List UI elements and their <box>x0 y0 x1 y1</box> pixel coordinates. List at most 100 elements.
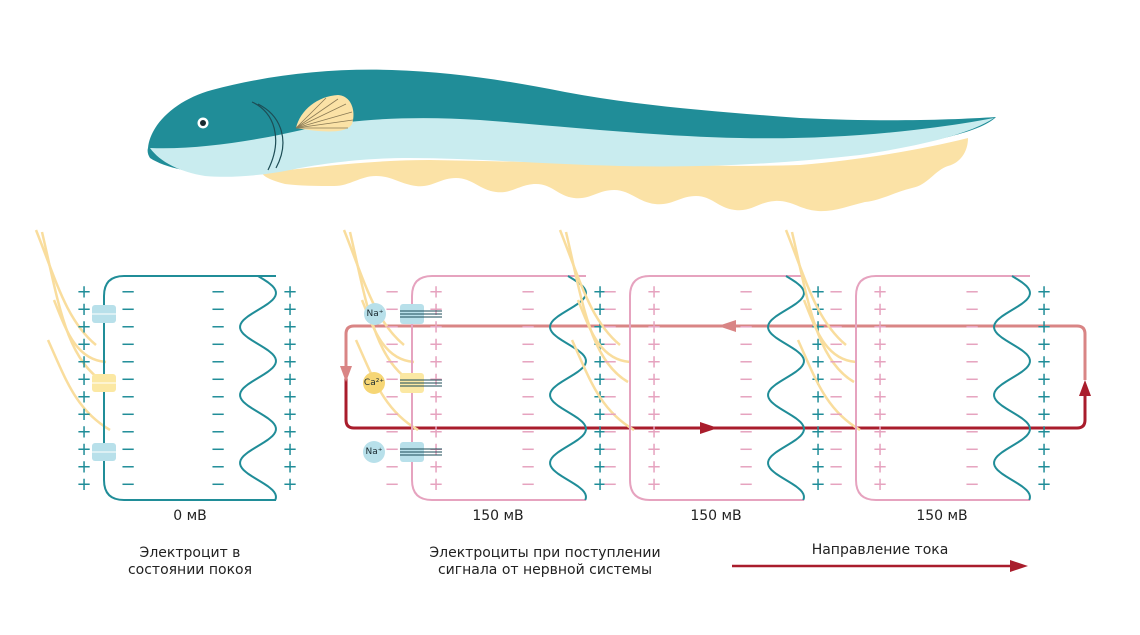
charge-sign: + <box>872 457 887 478</box>
nerve-fiber <box>354 339 419 432</box>
voltage-label-rest: 0 мВ <box>173 508 207 524</box>
charge-sign: − <box>738 352 753 373</box>
charge-sign: − <box>520 387 535 408</box>
charge-sign: − <box>738 282 753 303</box>
charge-sign: + <box>1036 457 1051 478</box>
charge-sign: + <box>810 439 825 460</box>
charge-sign: + <box>428 282 443 303</box>
charge-sign: − <box>828 317 843 338</box>
na-channel-rest-bottom <box>92 443 116 461</box>
charge-sign: − <box>738 299 753 320</box>
ion-channels: Na⁺ Ca²⁺ Na⁺ <box>363 303 442 463</box>
charge-sign: − <box>210 369 225 390</box>
charge-sign: + <box>76 474 91 495</box>
charge-sign: − <box>210 422 225 443</box>
charge-sign: + <box>1036 369 1051 390</box>
charge-sign: + <box>592 457 607 478</box>
caption-current-direction: Направление тока <box>811 542 949 558</box>
current-arrow-down <box>340 366 352 382</box>
charge-sign: + <box>810 404 825 425</box>
charge-sign: + <box>872 334 887 355</box>
charge-sign: + <box>282 334 297 355</box>
charge-sign: + <box>646 334 661 355</box>
charge-sign: + <box>646 352 661 373</box>
charge-sign: − <box>602 387 617 408</box>
current-arrow-left <box>718 320 736 332</box>
ca-channel-active <box>400 373 442 393</box>
charge-sign: + <box>646 282 661 303</box>
nerve-fiber <box>46 339 111 432</box>
charge-sign: + <box>1036 334 1051 355</box>
ion-circle <box>363 372 385 394</box>
cell-left-membrane <box>629 275 651 501</box>
charge-sign: − <box>120 317 135 338</box>
charge-sign: + <box>76 404 91 425</box>
charge-sign: + <box>646 404 661 425</box>
charge-sign: − <box>964 299 979 320</box>
charge-sign: + <box>646 369 661 390</box>
charge-sign: − <box>120 352 135 373</box>
charge-sign: − <box>384 317 399 338</box>
charge-sign: + <box>646 299 661 320</box>
charge-sign: − <box>520 457 535 478</box>
caption-rest-line-2: состоянии покоя <box>127 562 253 578</box>
charge-sign: − <box>602 422 617 443</box>
nerve-fiber <box>570 339 635 432</box>
ca-ion: Ca²⁺ <box>363 372 385 394</box>
charge-sign: − <box>602 474 617 495</box>
voltage-label-cell-2: 150 мВ <box>690 508 742 524</box>
charge-sign: + <box>428 352 443 373</box>
current-arrow-up <box>1079 380 1091 396</box>
charge-sign: − <box>120 334 135 355</box>
charge-sign: + <box>282 352 297 373</box>
charge-sign: + <box>282 387 297 408</box>
charge-sign: + <box>592 439 607 460</box>
charge-sign: − <box>738 474 753 495</box>
electrocyte-active-1: −+−+−+−+−+−+−+−+−+−+−+−+−+−+−+−+−+−+−+−+… <box>384 275 608 501</box>
charge-sign: + <box>1036 387 1051 408</box>
charge-sign: + <box>872 422 887 443</box>
charge-sign: − <box>828 369 843 390</box>
eel-pectoral-fin <box>295 95 354 132</box>
charge-sign: − <box>210 457 225 478</box>
ion-label: Na⁺ <box>366 447 383 457</box>
charge-sign: − <box>602 404 617 425</box>
charge-sign: − <box>120 474 135 495</box>
caption-active-line-2: сигнала от нервной системы <box>437 562 653 578</box>
charge-sign: + <box>76 299 91 320</box>
charge-sign: − <box>384 352 399 373</box>
charge-sign: + <box>872 404 887 425</box>
charge-sign: − <box>828 282 843 303</box>
nerve-fiber <box>802 299 857 364</box>
charge-sign: + <box>76 422 91 443</box>
charge-sign: − <box>828 387 843 408</box>
charge-sign: + <box>592 317 607 338</box>
electrocyte-active-2: −+−+−+−+−+−+−+−+−+−+−+−+−+−+−+−+−+−+−+−+… <box>602 275 826 501</box>
charge-sign: − <box>964 439 979 460</box>
cell-right-membrane <box>767 275 805 501</box>
charge-sign: − <box>964 317 979 338</box>
caption-active-line-1: Электроциты при поступлении <box>429 545 661 561</box>
charge-sign: + <box>1036 422 1051 443</box>
caption-rest: Электроцит в состоянии покоя <box>100 545 280 579</box>
charge-sign: − <box>738 422 753 443</box>
charge-sign: + <box>646 317 661 338</box>
voltage-label-cell-1: 150 мВ <box>472 508 524 524</box>
charge-sign: − <box>828 334 843 355</box>
charge-sign: + <box>810 474 825 495</box>
charge-sign: − <box>120 404 135 425</box>
ion-label: Na⁺ <box>367 309 384 319</box>
nerve-fiber <box>558 229 621 346</box>
charge-sign: − <box>120 422 135 443</box>
charge-sign: − <box>964 474 979 495</box>
charge-sign: − <box>964 387 979 408</box>
charge-sign: + <box>428 387 443 408</box>
charge-sign: + <box>428 317 443 338</box>
charge-sign: + <box>646 457 661 478</box>
cell-left-membrane <box>855 275 877 501</box>
charge-sign: + <box>872 369 887 390</box>
nerve-electrocyte-active-3 <box>784 229 861 432</box>
na-ion-bottom: Na⁺ <box>363 441 385 463</box>
ca-channel-rest <box>92 374 116 392</box>
charge-sign: + <box>1036 439 1051 460</box>
